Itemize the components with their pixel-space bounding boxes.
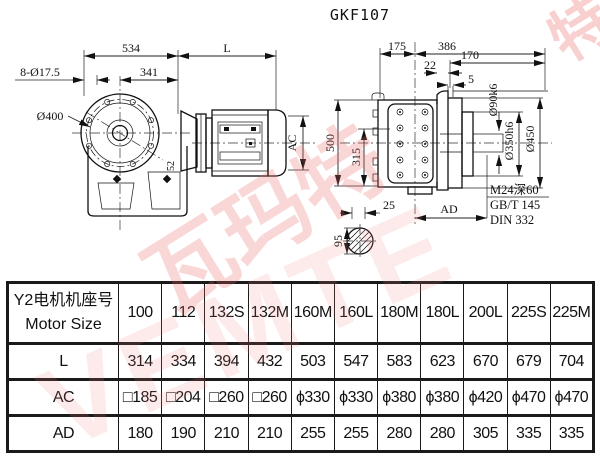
- dim-22-label: 22: [424, 58, 436, 72]
- value-cell: ϕ420: [463, 379, 508, 416]
- value-cell: 280: [420, 415, 465, 452]
- dim-25-label: 25: [383, 198, 395, 212]
- gbt-standard-note: GB/T 145: [490, 198, 540, 212]
- value-cell: 190: [161, 415, 206, 452]
- value-cell: ϕ470: [506, 379, 551, 416]
- motor: [195, 109, 287, 177]
- value-cell: 314: [117, 343, 163, 380]
- gearbox-body-side: [371, 90, 449, 195]
- din-standard-note: DIN 332: [490, 213, 534, 227]
- column-header-cell: 225M: [549, 282, 595, 344]
- dim-ad-label: AD: [440, 202, 458, 216]
- row-label-AD: AD: [7, 415, 119, 452]
- value-cell: 335: [549, 415, 595, 452]
- dim-175-label: 175: [388, 39, 406, 53]
- column-header-cell: 200L: [463, 282, 508, 344]
- dim-bolt-holes-label: 8-Ø17.5: [20, 65, 60, 79]
- value-cell: 547: [333, 343, 379, 380]
- value-cell: 210: [204, 415, 249, 452]
- side-view: 175 386 170 22 5 500 315: [323, 39, 552, 259]
- column-header-cell: 180L: [420, 282, 465, 344]
- dim-170-label: 170: [461, 48, 479, 62]
- cover-bolts: [396, 108, 429, 179]
- value-cell: 335: [506, 415, 551, 452]
- column-header-cell: 100: [117, 282, 163, 344]
- value-cell: 210: [247, 415, 292, 452]
- dim-341-label: 341: [140, 65, 158, 79]
- dim-flange-diameter-label: Ø400: [37, 109, 64, 123]
- value-cell: ϕ330: [333, 379, 379, 416]
- value-cell: 503: [290, 343, 335, 380]
- value-cell: 670: [463, 343, 508, 380]
- front-view: 534 L 341 8-Ø17.5 Ø400 AC 52: [15, 41, 318, 230]
- motor-size-header-cn: Y2电机机座号: [13, 292, 114, 309]
- column-header-cell: 160L: [333, 282, 379, 344]
- value-cell: 623: [420, 343, 465, 380]
- dim-315-label: 315: [349, 148, 363, 166]
- dim-L-label: L: [223, 41, 230, 55]
- column-header-cell: 225S: [506, 282, 551, 344]
- column-header-cell: 112: [161, 282, 206, 344]
- dim-52-label: 52: [166, 161, 177, 171]
- value-cell: 280: [377, 415, 422, 452]
- side-view-dimensions: 175 386 170 22 5 500 315: [323, 39, 549, 227]
- dim-shaft-diameter-label: Ø90k6: [486, 84, 500, 117]
- value-cell: ϕ330: [290, 379, 335, 416]
- row-label-AC: AC: [7, 379, 119, 416]
- shaft-cross-section: 95: [331, 224, 377, 259]
- gearbox-housing: [87, 146, 188, 217]
- dim-500-label: 500: [323, 134, 337, 152]
- value-cell: 305: [463, 415, 508, 452]
- input-cone: [180, 109, 198, 172]
- value-cell: ϕ380: [420, 379, 465, 416]
- value-cell: 704: [549, 343, 595, 380]
- row-label-L: L: [7, 343, 119, 380]
- column-header-cell: 132M: [247, 282, 292, 344]
- motor-size-header-en: Motor Size: [25, 316, 102, 333]
- value-cell: □204: [161, 379, 206, 416]
- dim-5-label: 5: [468, 72, 474, 86]
- value-cell: 255: [333, 415, 379, 452]
- column-header-cell: 180M: [377, 282, 422, 344]
- tapped-hole-note: M24深60: [490, 183, 539, 197]
- value-cell: □260: [247, 379, 292, 416]
- dim-flange-diameter-label: Ø450: [523, 126, 537, 153]
- value-cell: 255: [290, 415, 335, 452]
- value-cell: □260: [204, 379, 249, 416]
- front-view-dimensions: 534 L 341 8-Ø17.5 Ø400 AC 52: [15, 41, 309, 171]
- value-cell: 583: [377, 343, 422, 380]
- value-cell: 394: [204, 343, 249, 380]
- value-cell: 334: [161, 343, 206, 380]
- dim-95-label: 95: [331, 235, 345, 247]
- column-header-cell: 160M: [290, 282, 335, 344]
- motor-size-header-cell: Y2电机机座号 Motor Size: [7, 282, 119, 344]
- dim-386-label: 386: [438, 39, 456, 53]
- value-cell: ϕ380: [377, 379, 422, 416]
- technical-drawing: 534 L 341 8-Ø17.5 Ø400 AC 52: [15, 39, 552, 259]
- output-flange-side: [440, 86, 504, 189]
- page-title: GKF107: [329, 6, 391, 24]
- value-cell: 180: [117, 415, 163, 452]
- value-cell: ϕ470: [549, 379, 595, 416]
- value-cell: □185: [117, 379, 163, 416]
- value-cell: 679: [506, 343, 551, 380]
- value-cell: 432: [247, 343, 292, 380]
- dim-534-label: 534: [122, 41, 140, 55]
- dim-spigot-diameter-label: Ø350h6: [502, 122, 516, 161]
- column-header-cell: 132S: [204, 282, 249, 344]
- dim-ac-label: AC: [285, 135, 299, 152]
